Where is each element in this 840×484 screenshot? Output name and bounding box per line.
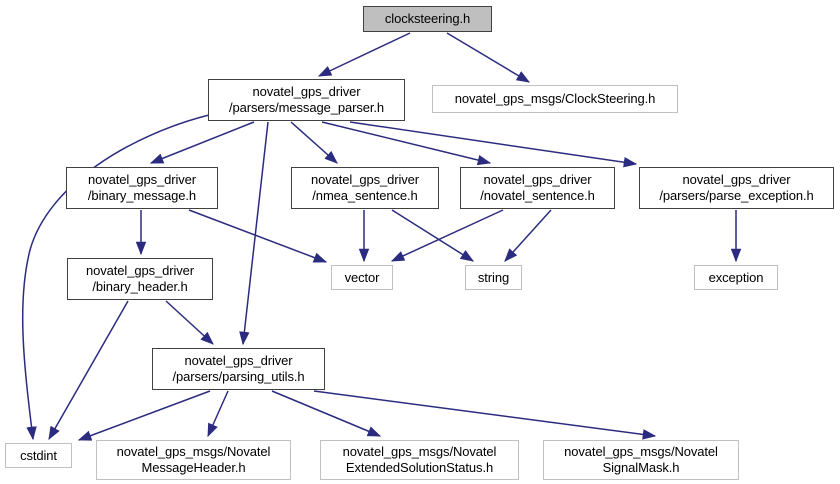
- graph-edge-novatel_sentence-to-vector: [390, 209, 504, 262]
- graph-node-label-vector: vector: [344, 269, 380, 285]
- graph-node-parsing_utils[interactable]: novatel_gps_driver /parsers/parsing_util…: [152, 348, 325, 390]
- graph-node-string[interactable]: string: [465, 265, 522, 290]
- graph-node-nmea_sentence[interactable]: novatel_gps_driver /nmea_sentence.h: [291, 167, 439, 209]
- graph-edge-binary_header-to-cstdint: [48, 300, 129, 441]
- graph-edge-parsing_utils-to-signal_mask: [313, 390, 657, 440]
- graph-node-signal_mask[interactable]: novatel_gps_msgs/Novatel SignalMask.h: [543, 440, 739, 480]
- graph-node-label-clocksteering_msg: novatel_gps_msgs/ClockSteering.h: [454, 91, 656, 107]
- graph-node-label-exception: exception: [708, 269, 764, 285]
- graph-node-label-parsing_utils: novatel_gps_driver /parsers/parsing_util…: [172, 353, 305, 384]
- graph-node-cstdint[interactable]: cstdint: [5, 443, 72, 468]
- graph-node-vector[interactable]: vector: [331, 265, 393, 290]
- graph-edge-clocksteering-to-message_parser: [317, 32, 411, 77]
- graph-node-label-nmea_sentence: novatel_gps_driver /nmea_sentence.h: [310, 172, 420, 203]
- graph-node-label-novatel_sentence: novatel_gps_driver /novatel_sentence.h: [480, 172, 595, 203]
- graph-node-clocksteering[interactable]: clocksteering.h: [363, 6, 492, 32]
- graph-node-label-signal_mask: novatel_gps_msgs/Novatel SignalMask.h: [564, 444, 718, 475]
- graph-node-binary_message[interactable]: novatel_gps_driver /binary_message.h: [66, 167, 218, 209]
- graph-node-novatel_sentence[interactable]: novatel_gps_driver /novatel_sentence.h: [460, 167, 615, 209]
- graph-node-label-binary_header: novatel_gps_driver /binary_header.h: [85, 263, 195, 294]
- graph-edge-novatel_sentence-to-string: [504, 209, 552, 262]
- graph-node-clocksteering_msg[interactable]: novatel_gps_msgs/ClockSteering.h: [432, 85, 678, 113]
- graph-edge-message_parser-to-nmea_sentence: [290, 121, 338, 164]
- graph-edge-message_parser-to-parsing_utils: [239, 121, 269, 346]
- graph-edge-binary_message-to-vector: [188, 209, 328, 263]
- graph-edge-message_parser-to-binary_message: [149, 121, 255, 164]
- graph-edge-nmea_sentence-to-string: [391, 209, 475, 262]
- graph-node-exception[interactable]: exception: [694, 265, 778, 290]
- graph-node-parse_exception[interactable]: novatel_gps_driver /parsers/parse_except…: [639, 167, 834, 209]
- graph-node-novatel_message_header[interactable]: novatel_gps_msgs/Novatel MessageHeader.h: [96, 440, 291, 480]
- graph-edge-message_parser-to-cstdint: [21, 114, 210, 441]
- graph-node-message_parser[interactable]: novatel_gps_driver /parsers/message_pars…: [208, 79, 405, 121]
- graph-node-label-clocksteering: clocksteering.h: [384, 11, 471, 27]
- graph-edge-parsing_utils-to-extended_solution_status: [271, 390, 382, 437]
- graph-node-extended_solution_status[interactable]: novatel_gps_msgs/Novatel ExtendedSolutio…: [320, 440, 519, 480]
- graph-node-label-binary_message: novatel_gps_driver /binary_message.h: [87, 172, 197, 203]
- graph-node-label-message_parser: novatel_gps_driver /parsers/message_pars…: [228, 84, 385, 115]
- graph-node-binary_header[interactable]: novatel_gps_driver /binary_header.h: [67, 258, 213, 300]
- graph-node-label-novatel_message_header: novatel_gps_msgs/Novatel MessageHeader.h: [116, 444, 271, 475]
- graph-edge-clocksteering-to-clocksteering_msg: [446, 32, 531, 83]
- graph-edge-parsing_utils-to-cstdint: [77, 390, 211, 441]
- graph-edge-message_parser-to-novatel_sentence: [321, 121, 492, 166]
- graph-edge-parsing_utils-to-novatel_message_header: [207, 390, 229, 438]
- graph-node-label-extended_solution_status: novatel_gps_msgs/Novatel ExtendedSolutio…: [342, 444, 497, 475]
- graph-node-label-string: string: [477, 269, 510, 285]
- graph-edge-binary_header-to-parsing_utils: [165, 300, 214, 345]
- graph-node-label-parse_exception: novatel_gps_driver /parsers/parse_except…: [659, 172, 814, 203]
- graph-edge-message_parser-to-parse_exception: [349, 121, 638, 168]
- graph-node-label-cstdint: cstdint: [20, 447, 57, 463]
